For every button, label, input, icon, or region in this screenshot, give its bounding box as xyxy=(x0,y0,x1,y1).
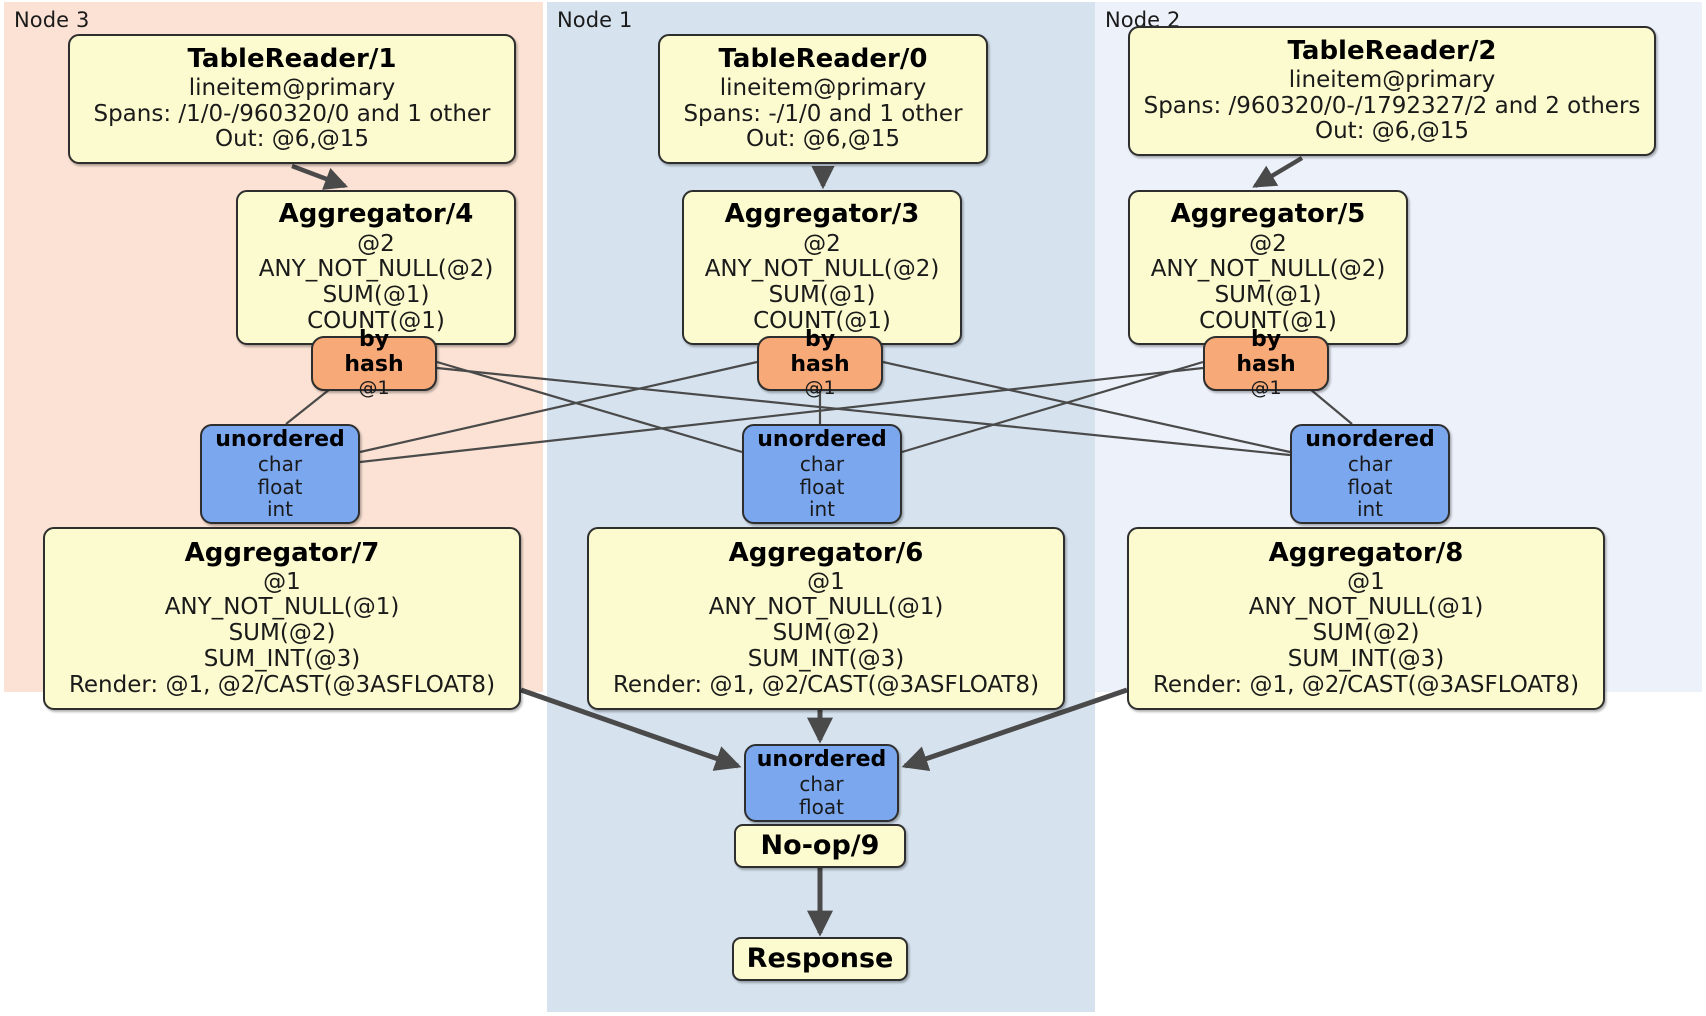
processor-func-2: SUM(@2) xyxy=(772,620,880,647)
synchronizer-unordered-8[interactable]: unordered char float int xyxy=(1290,424,1450,524)
processor-title: Aggregator/3 xyxy=(724,199,920,230)
processor-spans: Spans: -/1/0 and 1 other xyxy=(683,100,963,127)
processor-title: TableReader/2 xyxy=(1287,35,1497,66)
synchronizer-title: unordered xyxy=(756,746,887,772)
processor-group: @1 xyxy=(1347,568,1385,595)
processor-func-2: SUM(@2) xyxy=(1312,620,1420,647)
router-by-hash-4[interactable]: by hash @1 xyxy=(311,327,437,398)
processor-out: Out: @6,@15 xyxy=(746,126,900,153)
processor-render: Render: @1, @2/CAST(@3ASFLOAT8) xyxy=(68,671,496,698)
processor-func-3: COUNT(@1) xyxy=(753,307,891,334)
processor-func-3: COUNT(@1) xyxy=(307,307,445,334)
processor-table: lineitem@primary xyxy=(188,74,396,101)
processor-func-2: SUM(@1) xyxy=(768,282,876,309)
synchronizer-unordered-7[interactable]: unordered char float int xyxy=(200,424,360,524)
processor-out: Out: @6,@15 xyxy=(1315,118,1469,145)
processor-func-2: SUM(@2) xyxy=(228,620,336,647)
processor-func-1: ANY_NOT_NULL(@1) xyxy=(1248,594,1484,621)
processor-render: Render: @1, @2/CAST(@3ASFLOAT8) xyxy=(1152,671,1580,698)
synchronizer-title: unordered xyxy=(215,426,345,452)
router-column: @1 xyxy=(804,376,836,399)
synchronizer-type-2: float xyxy=(1347,474,1393,499)
processor-func-1: ANY_NOT_NULL(@2) xyxy=(704,256,940,283)
processor-title: Aggregator/6 xyxy=(728,537,924,568)
processor-table-reader-2[interactable]: TableReader/2 lineitem@primary Spans: /9… xyxy=(1128,26,1656,156)
node-region-label-node1: Node 1 xyxy=(557,8,633,32)
processor-aggregator-5[interactable]: Aggregator/5 @2 ANY_NOT_NULL(@2) SUM(@1)… xyxy=(1128,190,1408,345)
router-title: by hash xyxy=(344,327,404,377)
processor-no-op-9[interactable]: No-op/9 xyxy=(734,824,906,868)
synchronizer-type-3: int xyxy=(266,497,294,522)
processor-aggregator-6[interactable]: Aggregator/6 @1 ANY_NOT_NULL(@1) SUM(@2)… xyxy=(587,527,1065,710)
processor-title: Aggregator/7 xyxy=(184,537,380,568)
processor-spans: Spans: /1/0-/960320/0 and 1 other xyxy=(93,100,491,127)
synchronizer-type-3: int xyxy=(808,497,836,522)
processor-aggregator-7[interactable]: Aggregator/7 @1 ANY_NOT_NULL(@1) SUM(@2)… xyxy=(43,527,521,710)
processor-group: @2 xyxy=(803,230,841,257)
processor-spans: Spans: /960320/0-/1792327/2 and 2 others xyxy=(1143,92,1641,119)
router-by-hash-5[interactable]: by hash @1 xyxy=(1203,327,1329,398)
processor-group: @1 xyxy=(807,568,845,595)
processor-title: No-op/9 xyxy=(760,829,880,861)
processor-group: @2 xyxy=(1249,230,1287,257)
processor-func-1: ANY_NOT_NULL(@2) xyxy=(1150,256,1386,283)
synchronizer-unordered-final[interactable]: unordered char float xyxy=(744,744,899,822)
processor-table-reader-1[interactable]: TableReader/1 lineitem@primary Spans: /1… xyxy=(68,34,516,164)
router-title: by hash xyxy=(790,327,850,377)
processor-func-1: ANY_NOT_NULL(@1) xyxy=(708,594,944,621)
processor-func-3: SUM_INT(@3) xyxy=(747,645,905,672)
synchronizer-unordered-6[interactable]: unordered char float int xyxy=(742,424,902,524)
processor-group: @2 xyxy=(357,230,395,257)
processor-title: Response xyxy=(746,942,894,974)
synchronizer-title: unordered xyxy=(757,426,887,452)
processor-title: Aggregator/5 xyxy=(1170,199,1366,230)
synchronizer-title: unordered xyxy=(1305,426,1435,452)
processor-func-3: SUM_INT(@3) xyxy=(1287,645,1445,672)
processor-group: @1 xyxy=(263,568,301,595)
synchronizer-type-3: int xyxy=(1356,497,1384,522)
processor-title: TableReader/1 xyxy=(187,43,397,74)
processor-title: Aggregator/4 xyxy=(278,199,474,230)
synchronizer-type-1: char xyxy=(799,772,844,797)
processor-response[interactable]: Response xyxy=(732,937,908,981)
processor-title: TableReader/0 xyxy=(718,43,928,74)
node-region-label-node3: Node 3 xyxy=(14,8,90,32)
synchronizer-type-1: char xyxy=(257,452,303,477)
router-column: @1 xyxy=(1250,376,1282,399)
processor-render: Render: @1, @2/CAST(@3ASFLOAT8) xyxy=(612,671,1040,698)
processor-title: Aggregator/8 xyxy=(1268,537,1464,568)
synchronizer-type-1: char xyxy=(799,452,845,477)
processor-table: lineitem@primary xyxy=(719,74,927,101)
synchronizer-type-2: float xyxy=(799,794,844,819)
processor-aggregator-3[interactable]: Aggregator/3 @2 ANY_NOT_NULL(@2) SUM(@1)… xyxy=(682,190,962,345)
processor-out: Out: @6,@15 xyxy=(215,126,369,153)
processor-func-3: COUNT(@1) xyxy=(1199,307,1337,334)
router-title: by hash xyxy=(1236,327,1296,377)
processor-func-2: SUM(@1) xyxy=(322,282,430,309)
processor-aggregator-4[interactable]: Aggregator/4 @2 ANY_NOT_NULL(@2) SUM(@1)… xyxy=(236,190,516,345)
synchronizer-type-2: float xyxy=(799,474,845,499)
processor-func-1: ANY_NOT_NULL(@2) xyxy=(258,256,494,283)
processor-func-2: SUM(@1) xyxy=(1214,282,1322,309)
router-by-hash-3[interactable]: by hash @1 xyxy=(757,327,883,398)
processor-func-1: ANY_NOT_NULL(@1) xyxy=(164,594,400,621)
processor-table-reader-0[interactable]: TableReader/0 lineitem@primary Spans: -/… xyxy=(658,34,988,164)
synchronizer-type-1: char xyxy=(1347,452,1393,477)
processor-func-3: SUM_INT(@3) xyxy=(203,645,361,672)
router-column: @1 xyxy=(358,376,390,399)
processor-aggregator-8[interactable]: Aggregator/8 @1 ANY_NOT_NULL(@1) SUM(@2)… xyxy=(1127,527,1605,710)
synchronizer-type-2: float xyxy=(257,474,303,499)
processor-table: lineitem@primary xyxy=(1288,66,1496,93)
